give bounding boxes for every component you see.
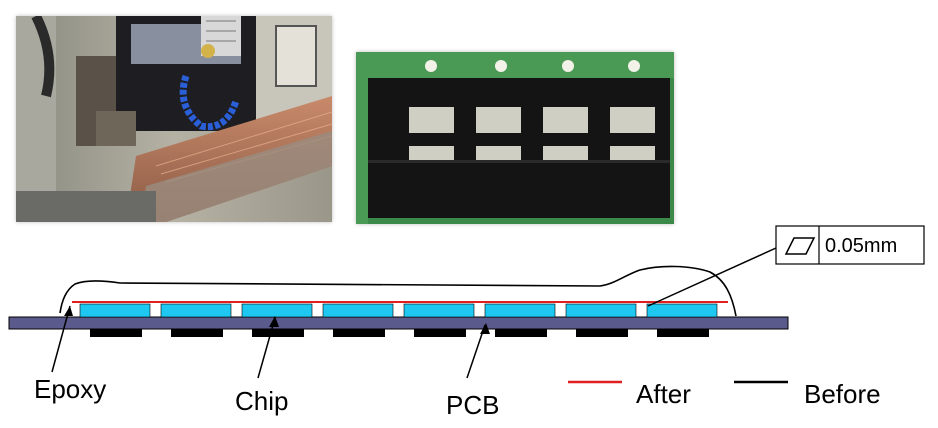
pad-1	[90, 329, 142, 337]
legend-before-label: Before	[804, 379, 881, 409]
flatness-leader	[647, 247, 777, 307]
pcb-label: PCB	[446, 390, 499, 420]
pcb-board	[8, 316, 789, 330]
chip-5	[403, 303, 475, 318]
chip-1	[79, 303, 151, 318]
board-closeup-photo	[356, 52, 674, 224]
pad-2	[171, 329, 223, 337]
chip-2	[160, 303, 232, 318]
epoxy-leader	[51, 305, 71, 373]
legend-after-label: After	[636, 379, 691, 409]
legend: After Before	[568, 379, 881, 409]
flatness-symbol-icon	[784, 237, 816, 255]
pad-4	[333, 329, 385, 337]
flatness-callout: 0.05mm	[775, 225, 925, 265]
machine-photo	[16, 16, 332, 222]
chip-4	[322, 303, 394, 318]
before-profile-line	[59, 265, 737, 317]
chip-6	[484, 303, 556, 318]
chip-label: Chip	[235, 386, 288, 416]
chip-8	[646, 303, 718, 318]
chip-leader	[257, 317, 276, 379]
bottom-pads	[90, 329, 709, 337]
pad-8	[657, 329, 709, 337]
pad-6	[495, 329, 547, 337]
chip-7	[565, 303, 637, 318]
chips	[79, 303, 718, 318]
flatness-value: 0.05mm	[825, 235, 897, 257]
pad-7	[576, 329, 628, 337]
pad-5	[414, 329, 466, 337]
epoxy-label: Epoxy	[34, 374, 106, 404]
chip-3	[241, 303, 313, 318]
pad-3	[252, 329, 304, 337]
